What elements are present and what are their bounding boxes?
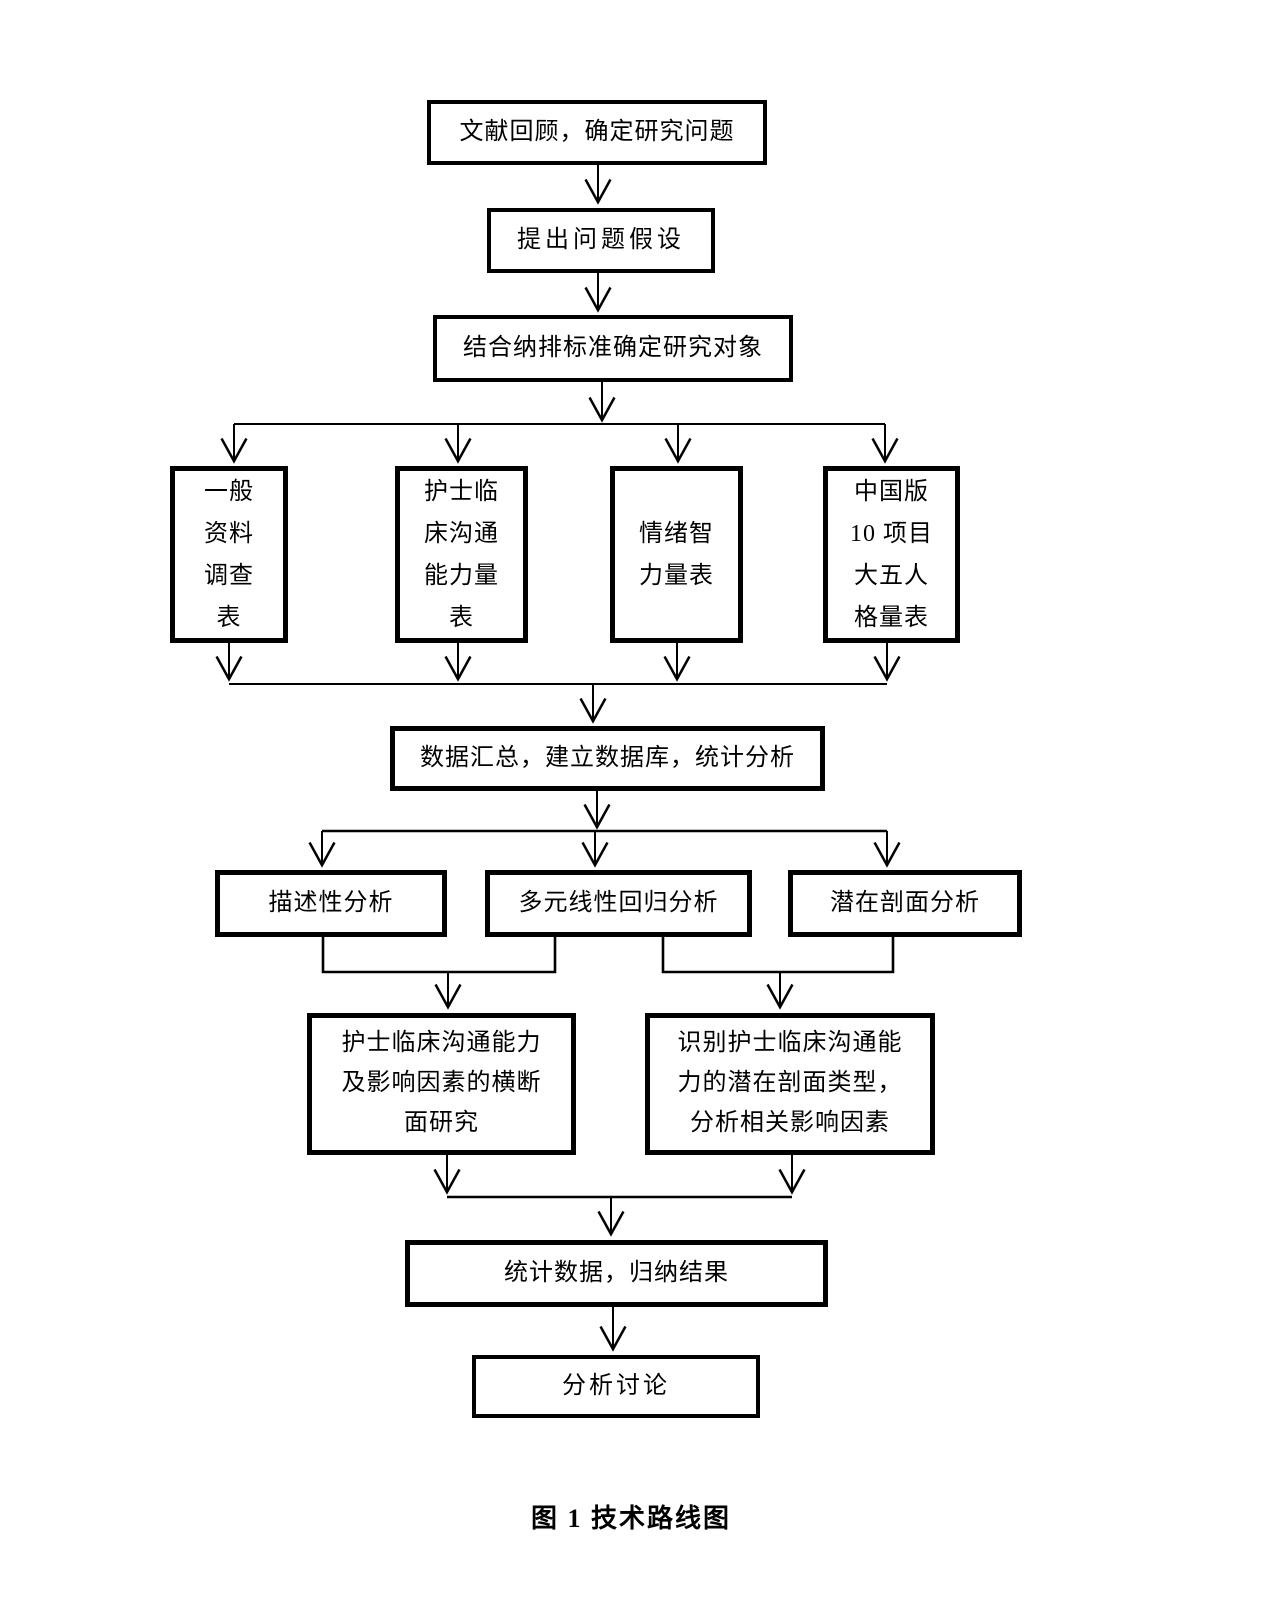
node-discussion: 分析讨论 (472, 1355, 760, 1418)
node-emotional-intelligence-scale: 情绪智 力量表 (610, 466, 743, 643)
node-inclusion-criteria: 结合纳排标准确定研究对象 (433, 315, 793, 382)
node-hypothesis: 提出问题假设 (487, 208, 715, 273)
node-data-summary: 数据汇总，建立数据库，统计分析 (390, 726, 825, 791)
node-big-five-scale: 中国版 10 项目 大五人 格量表 (823, 466, 960, 643)
figure-caption: 图 1 技术路线图 (530, 1504, 731, 1533)
node-literature-review: 文献回顾，确定研究问题 (427, 100, 767, 165)
bracket-left (321, 937, 557, 1010)
node-statistics-results: 统计数据，归纳结果 (405, 1240, 828, 1307)
node-cross-sectional-study: 护士临床沟通能力 及影响因素的横断 面研究 (307, 1013, 576, 1155)
merge-line-scales (215, 643, 901, 685)
merge-line-studies (433, 1155, 806, 1199)
node-latent-profile-analysis: 潜在剖面分析 (788, 870, 1022, 937)
node-identify-profiles: 识别护士临床沟通能 力的潜在剖面类型， 分析相关影响因素 (645, 1013, 935, 1155)
bracket-right (661, 937, 895, 1010)
node-general-info-form: 一般 资料 调查 表 (170, 466, 288, 643)
node-nurse-communication-scale: 护士临 床沟通 能力量 表 (395, 466, 528, 643)
node-descriptive-analysis: 描述性分析 (215, 870, 447, 937)
node-regression-analysis: 多元线性回归分析 (485, 870, 752, 937)
split-line-analyses (308, 829, 901, 868)
split-line-scales (220, 423, 899, 464)
